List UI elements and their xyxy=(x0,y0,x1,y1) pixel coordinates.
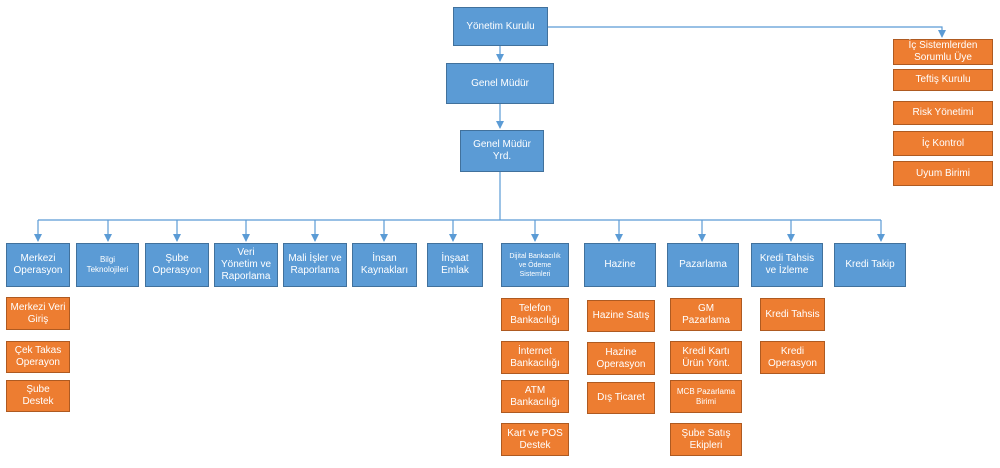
dept-label: İnsan Kaynakları xyxy=(360,253,409,276)
unit-label: Dış Ticaret xyxy=(597,392,645,403)
dept-label: İnşaat Emlak xyxy=(441,253,469,276)
node-label: İç Kontrol xyxy=(921,137,965,149)
node-label: Genel Müdür xyxy=(471,77,529,89)
dept-hazine: Hazine xyxy=(584,243,656,287)
unit-label: Çek Takas Operayon xyxy=(14,345,62,368)
dept-kredi-takip: Kredi Takip xyxy=(834,243,906,287)
dept-label: Bilgi Teknolojileri xyxy=(86,255,129,274)
dept-label: Mali İşler ve Raporlama xyxy=(288,253,342,276)
dept-bilgi-teknolojileri: Bilgi Teknolojileri xyxy=(76,243,139,287)
unit-label: Kredi Tahsis xyxy=(765,308,820,320)
node-label: Risk Yönetimi xyxy=(912,107,974,118)
dept-label: Merkezi Operasyon xyxy=(13,253,63,276)
unit-label: Kredi Kartı Ürün Yönt. xyxy=(682,345,730,369)
node-genel-mudur-yrd: Genel Müdür Yrd. xyxy=(460,130,544,172)
unit-sube-destek: Şube Destek xyxy=(6,380,70,412)
unit-merkezi-veri-giris: Merkezi Veri Giriş xyxy=(6,297,70,330)
node-ic-kontrol: İç Kontrol xyxy=(893,131,993,156)
unit-label: Merkezi Veri Giriş xyxy=(10,301,66,325)
dept-merkezi-operasyon: Merkezi Operasyon xyxy=(6,243,70,287)
node-genel-mudur: Genel Müdür xyxy=(446,63,554,104)
dept-label: Kredi Takip xyxy=(845,259,895,270)
unit-sube-satis-ekipleri: Şube Satış Ekipleri xyxy=(670,423,742,456)
dept-dijital-bankacilik: Dijital Bankacılık ve Ödeme Sistemleri xyxy=(501,243,569,287)
node-risk-yonetimi: Risk Yönetimi xyxy=(893,101,993,125)
unit-label: Hazine Satış xyxy=(592,310,650,321)
unit-label: Hazine Operasyon xyxy=(596,346,646,370)
dept-label: Pazarlama xyxy=(679,259,727,270)
unit-label: Şube Destek xyxy=(22,384,54,407)
node-uyum-birimi: Uyum Birimi xyxy=(893,161,993,186)
unit-kredi-tahsis: Kredi Tahsis xyxy=(760,298,825,331)
unit-label: MCB Pazarlama Birimi xyxy=(676,386,736,406)
dept-veri-yonetim: Veri Yönetim ve Raporlama xyxy=(214,243,278,287)
unit-label: İnternet Bankacılığı xyxy=(510,345,560,369)
unit-label: Telefon Bankacılığı xyxy=(510,302,560,326)
unit-label: GM Pazarlama xyxy=(682,302,730,326)
dept-label: Şube Operasyon xyxy=(152,253,202,276)
dept-mali-isler: Mali İşler ve Raporlama xyxy=(283,243,347,287)
node-yonetim-kurulu: Yönetim Kurulu xyxy=(453,7,548,46)
unit-atm-bankaciligi: ATM Bankacılığı xyxy=(501,380,569,413)
unit-hazine-operasyon: Hazine Operasyon xyxy=(587,342,655,375)
dept-insaat-emlak: İnşaat Emlak xyxy=(427,243,483,287)
node-teftis-kurulu: Teftiş Kurulu xyxy=(893,69,993,91)
unit-internet-bankaciligi: İnternet Bankacılığı xyxy=(501,341,569,374)
connector-yk-board xyxy=(548,26,946,38)
unit-kart-pos-destek: Kart ve POS Destek xyxy=(501,423,569,456)
unit-kredi-karti-urun: Kredi Kartı Ürün Yönt. xyxy=(670,341,742,374)
unit-mcb-pazarlama: MCB Pazarlama Birimi xyxy=(670,380,742,413)
node-label: Yönetim Kurulu xyxy=(466,20,535,32)
node-label: Uyum Birimi xyxy=(916,167,970,179)
unit-gm-pazarlama: GM Pazarlama xyxy=(670,298,742,331)
dept-label: Dijital Bankacılık ve Ödeme Sistemleri xyxy=(509,252,561,278)
node-label: Genel Müdür Yrd. xyxy=(473,139,531,162)
dept-label: Kredi Tahsis ve İzleme xyxy=(759,253,815,276)
unit-hazine-satis: Hazine Satış xyxy=(587,300,655,332)
unit-label: Kredi Operasyon xyxy=(768,345,817,369)
node-label: Teftiş Kurulu xyxy=(915,74,971,85)
node-ic-sistemlerden-sorumlu-uye: İç Sistemlerden Sorumlu Üye xyxy=(893,39,993,65)
dept-pazarlama: Pazarlama xyxy=(667,243,739,287)
dept-label: Veri Yönetim ve Raporlama xyxy=(220,247,272,282)
dept-kredi-tahsis-izleme: Kredi Tahsis ve İzleme xyxy=(751,243,823,287)
node-label: İç Sistemlerden Sorumlu Üye xyxy=(908,40,978,63)
dept-insan-kaynaklari: İnsan Kaynakları xyxy=(352,243,417,287)
unit-cek-takas: Çek Takas Operayon xyxy=(6,341,70,373)
unit-kredi-operasyon: Kredi Operasyon xyxy=(760,341,825,374)
dept-sube-operasyon: Şube Operasyon xyxy=(145,243,209,287)
unit-dis-ticaret: Dış Ticaret xyxy=(587,382,655,414)
unit-label: ATM Bankacılığı xyxy=(510,384,560,408)
dept-label: Hazine xyxy=(604,259,636,270)
unit-label: Şube Satış Ekipleri xyxy=(681,427,731,451)
unit-telefon-bankaciligi: Telefon Bankacılığı xyxy=(501,298,569,331)
unit-label: Kart ve POS Destek xyxy=(507,427,563,451)
